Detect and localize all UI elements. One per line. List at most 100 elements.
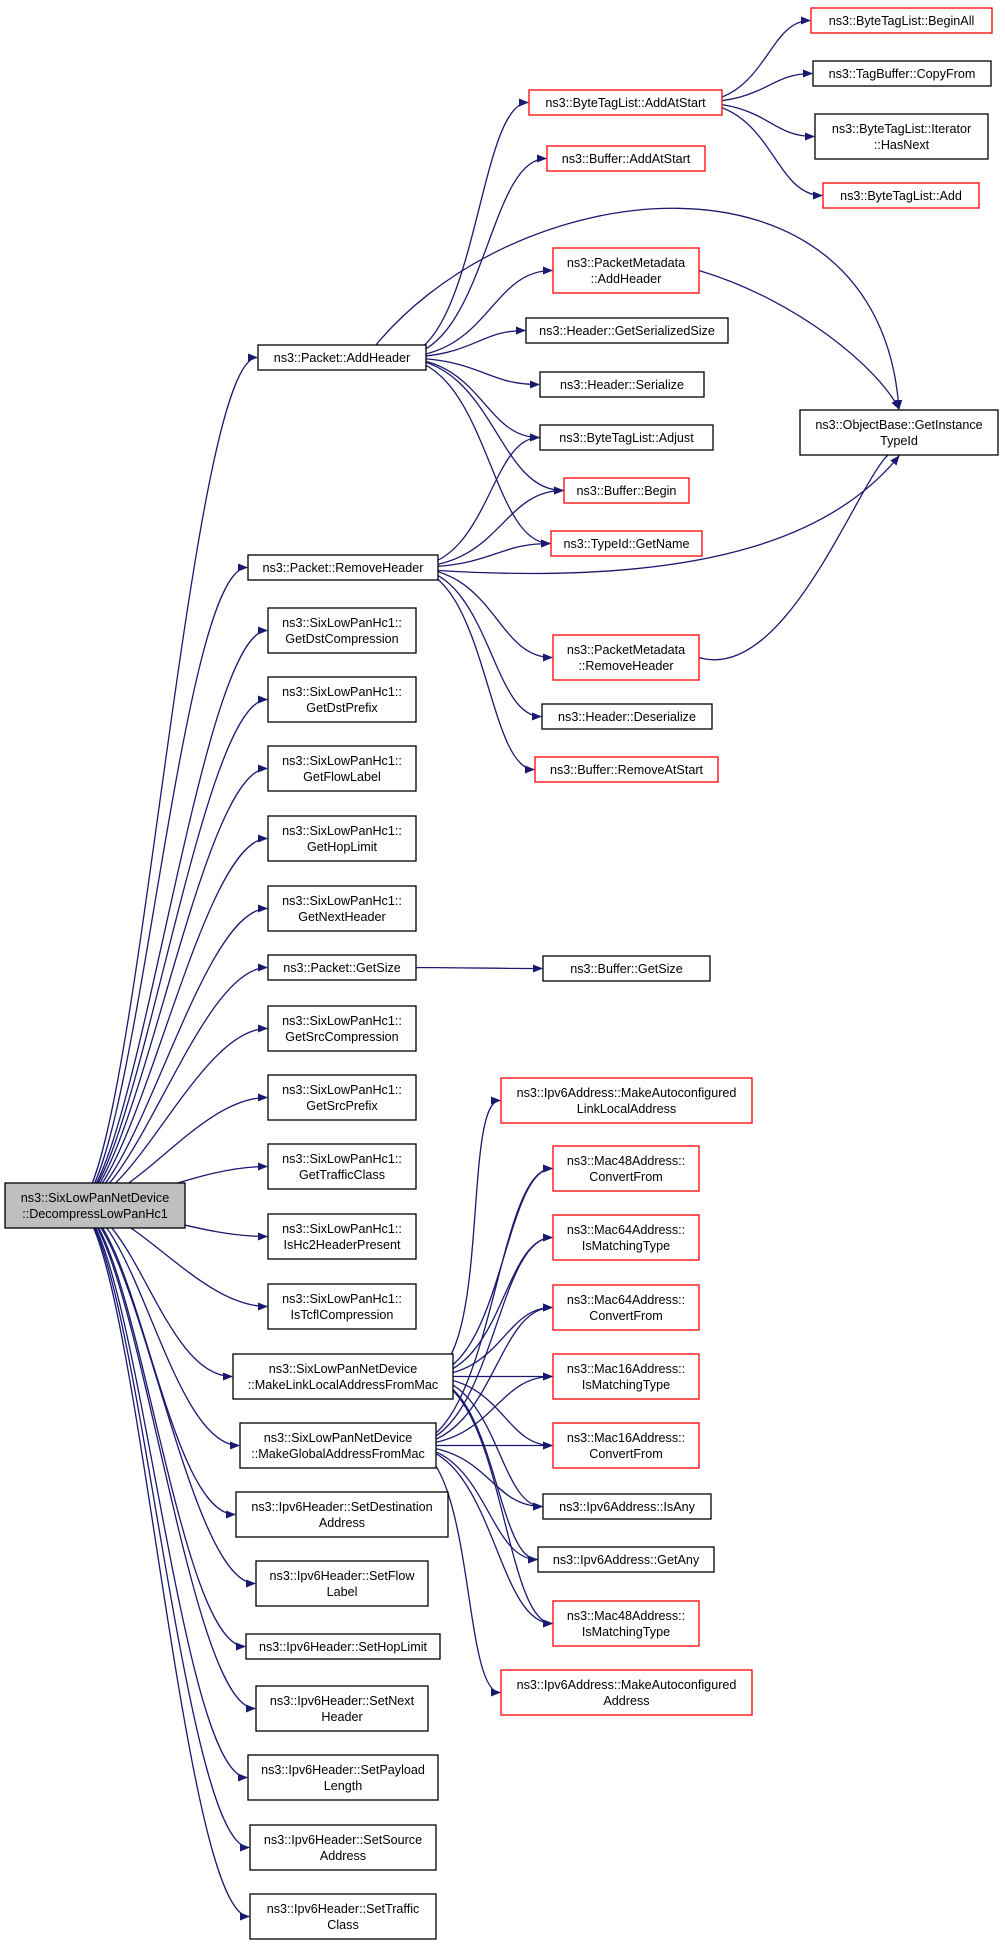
node-packet-metadata-add-header[interactable]: ns3::PacketMetadata::AddHeader <box>552 247 700 294</box>
node-label: GetNextHeader <box>298 910 386 924</box>
node-label: GetDstPrefix <box>306 701 378 715</box>
edge-add-header-to-byte-tag-list-add-at-start <box>395 98 529 359</box>
node-mac16-convert-from[interactable]: ns3::Mac16Address::ConvertFrom <box>552 1422 700 1469</box>
edge-make-global-to-mac48-convert-from <box>405 1164 553 1447</box>
node-label: ns3::Buffer::GetSize <box>570 962 682 976</box>
node-box <box>546 145 706 172</box>
node-ipv6-get-any[interactable]: ns3::Ipv6Address::GetAny <box>537 1546 715 1573</box>
node-label: GetSrcPrefix <box>306 1099 378 1113</box>
node-label: ns3::SixLowPanNetDevice <box>21 1191 169 1205</box>
node-set-hop-limit[interactable]: ns3::Ipv6Header::SetHopLimit <box>245 1633 441 1660</box>
node-make-autoconfigured-link-local[interactable]: ns3::Ipv6Address::MakeAutoconfiguredLink… <box>500 1077 753 1124</box>
node-box <box>232 1353 454 1400</box>
node-box <box>814 113 989 160</box>
node-label: ns3::Packet::AddHeader <box>274 351 411 365</box>
node-get-src-prefix[interactable]: ns3::SixLowPanHc1::GetSrcPrefix <box>267 1074 417 1121</box>
node-label: ns3::Mac48Address:: <box>567 1609 685 1623</box>
node-mac48-is-matching-type[interactable]: ns3::Mac48Address::IsMatchingType <box>552 1600 700 1647</box>
edge-root-to-get-hop-limit <box>74 834 268 1207</box>
edge-root-to-get-src-compression <box>74 1024 268 1207</box>
node-header-deserialize[interactable]: ns3::Header::Deserialize <box>541 703 713 730</box>
node-label: ns3::Packet::GetSize <box>283 961 401 975</box>
node-buffer-remove-at-start[interactable]: ns3::Buffer::RemoveAtStart <box>534 756 719 783</box>
node-mac64-convert-from[interactable]: ns3::Mac64Address::ConvertFrom <box>552 1284 700 1331</box>
node-make-autoconfigured-address[interactable]: ns3::Ipv6Address::MakeAutoconfiguredAddr… <box>500 1669 753 1716</box>
node-tag-buffer-copy-from[interactable]: ns3::TagBuffer::CopyFrom <box>812 60 992 87</box>
node-get-dst-compression[interactable]: ns3::SixLowPanHc1::GetDstCompression <box>267 607 417 654</box>
node-get-flow-label[interactable]: ns3::SixLowPanHc1::GetFlowLabel <box>267 745 417 792</box>
node-label: ns3::SixLowPanNetDevice <box>264 1431 412 1445</box>
node-make-global[interactable]: ns3::SixLowPanNetDevice::MakeGlobalAddre… <box>239 1422 437 1469</box>
edge-root-to-set-next-header <box>74 1204 256 1713</box>
node-byte-tag-list-add[interactable]: ns3::ByteTagList::Add <box>822 182 980 209</box>
node-label: ns3::Ipv6Address::IsAny <box>559 1500 696 1514</box>
node-mac48-convert-from[interactable]: ns3::Mac48Address::ConvertFrom <box>552 1145 700 1192</box>
node-ipv6-is-any[interactable]: ns3::Ipv6Address::IsAny <box>542 1493 712 1520</box>
node-header-serialize[interactable]: ns3::Header::Serialize <box>539 371 705 398</box>
edge-packet-metadata-remove-header-to-object-base-get-instance-type-id <box>698 446 900 661</box>
node-label: ns3::SixLowPanHc1:: <box>282 1222 402 1236</box>
node-label: ::HasNext <box>874 138 930 152</box>
node-box <box>525 317 729 344</box>
node-byte-tag-list-begin-all[interactable]: ns3::ByteTagList::BeginAll <box>810 7 993 34</box>
node-box <box>267 885 417 932</box>
node-label: LinkLocalAddress <box>577 1102 676 1116</box>
node-get-hop-limit[interactable]: ns3::SixLowPanHc1::GetHopLimit <box>267 815 417 862</box>
node-label: GetSrcCompression <box>285 1030 398 1044</box>
node-label: ns3::Buffer::AddAtStart <box>562 152 691 166</box>
node-byte-tag-list-add-at-start[interactable]: ns3::ByteTagList::AddAtStart <box>528 89 723 116</box>
node-byte-tag-list-adjust[interactable]: ns3::ByteTagList::Adjust <box>539 424 714 451</box>
edge-root-to-get-dst-prefix <box>74 695 268 1207</box>
node-label: Address <box>320 1849 366 1863</box>
node-label: ns3::Mac48Address:: <box>567 1154 685 1168</box>
node-box <box>534 756 719 783</box>
node-label: ::MakeGlobalAddressFromMac <box>251 1447 425 1461</box>
node-add-header[interactable]: ns3::Packet::AddHeader <box>257 344 427 371</box>
node-buffer-get-size[interactable]: ns3::Buffer::GetSize <box>542 955 711 982</box>
node-label: ::AddHeader <box>591 272 662 286</box>
node-box <box>249 1824 437 1871</box>
node-header-get-serialized-size[interactable]: ns3::Header::GetSerializedSize <box>525 317 729 344</box>
node-label: ns3::Ipv6Header::SetNext <box>270 1694 415 1708</box>
node-is-tcfl-compression[interactable]: ns3::SixLowPanHc1::IsTcflCompression <box>267 1283 417 1330</box>
node-make-link-local[interactable]: ns3::SixLowPanNetDevice::MakeLinkLocalAd… <box>232 1353 454 1400</box>
node-get-traffic-class[interactable]: ns3::SixLowPanHc1::GetTrafficClass <box>267 1143 417 1190</box>
node-box <box>552 1422 700 1469</box>
edge-add-header-to-object-base-get-instance-type-id <box>365 207 903 410</box>
node-box <box>552 634 700 681</box>
node-label: ns3::SixLowPanHc1:: <box>282 1152 402 1166</box>
node-label: IsMatchingType <box>582 1239 670 1253</box>
node-mac16-is-matching-type[interactable]: ns3::Mac16Address::IsMatchingType <box>552 1353 700 1400</box>
node-label: Address <box>603 1694 649 1708</box>
edge-add-header-to-buffer-begin <box>395 356 564 495</box>
node-label: ns3::SixLowPanHc1:: <box>282 894 402 908</box>
node-byte-tag-list-iterator-has-next[interactable]: ns3::ByteTagList::Iterator::HasNext <box>814 113 989 160</box>
node-label: Length <box>324 1779 363 1793</box>
node-label: ns3::SixLowPanNetDevice <box>269 1362 417 1376</box>
node-packet-metadata-remove-header[interactable]: ns3::PacketMetadata::RemoveHeader <box>552 634 700 681</box>
node-label: ns3::SixLowPanHc1:: <box>282 1014 402 1028</box>
node-type-id-get-name[interactable]: ns3::TypeId::GetName <box>550 530 703 557</box>
node-label: ns3::Header::Deserialize <box>558 710 696 724</box>
node-buffer-add-at-start[interactable]: ns3::Buffer::AddAtStart <box>546 145 706 172</box>
node-label: ns3::SixLowPanHc1:: <box>282 754 402 768</box>
node-root[interactable]: ns3::SixLowPanNetDevice::DecompressLowPa… <box>4 1182 186 1229</box>
edge-add-header-to-packet-metadata-add-header <box>395 266 553 359</box>
node-buffer-begin[interactable]: ns3::Buffer::Begin <box>563 477 690 504</box>
node-get-src-compression[interactable]: ns3::SixLowPanHc1::GetSrcCompression <box>267 1005 417 1052</box>
node-get-next-header[interactable]: ns3::SixLowPanHc1::GetNextHeader <box>267 885 417 932</box>
node-mac64-is-matching-type[interactable]: ns3::Mac64Address::IsMatchingType <box>552 1214 700 1261</box>
node-label: ns3::PacketMetadata <box>567 643 685 657</box>
node-packet-get-size[interactable]: ns3::Packet::GetSize <box>267 954 417 981</box>
node-get-dst-prefix[interactable]: ns3::SixLowPanHc1::GetDstPrefix <box>267 676 417 723</box>
node-remove-header[interactable]: ns3::Packet::RemoveHeader <box>247 554 439 581</box>
node-is-hc2-header-present[interactable]: ns3::SixLowPanHc1::IsHc2HeaderPresent <box>267 1213 417 1260</box>
